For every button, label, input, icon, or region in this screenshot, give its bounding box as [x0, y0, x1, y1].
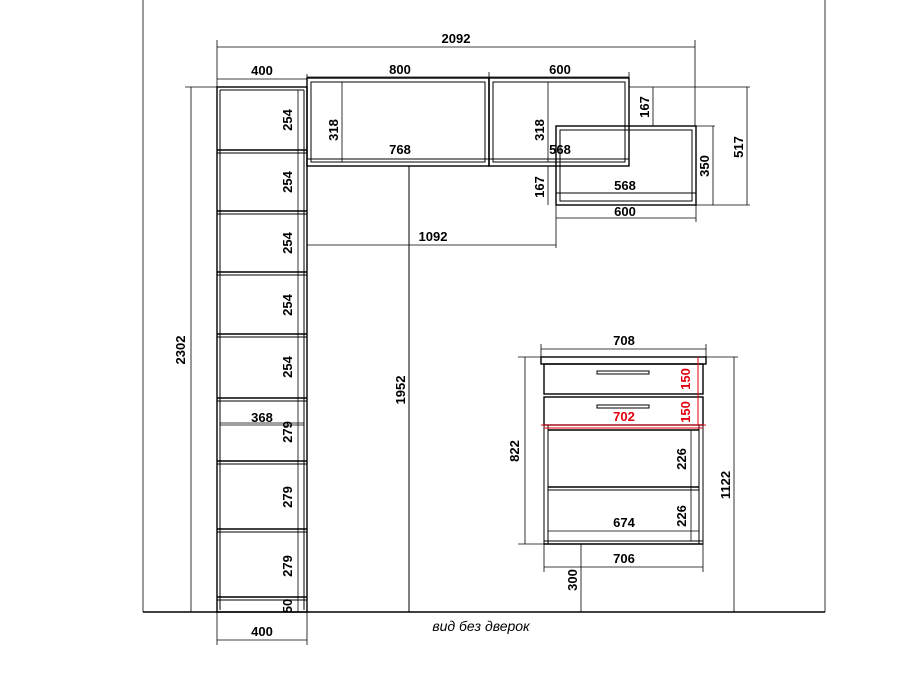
dim-shelf-254: 254 [280, 108, 295, 130]
dim-corner-total-height: 517 [731, 136, 746, 158]
dim-shelf-279: 279 [280, 421, 295, 443]
dim-dresser-inner-width: 674 [613, 515, 635, 530]
dim-shelf-279: 279 [280, 555, 295, 577]
drawer-dimension-lines [541, 357, 706, 429]
dim-upper-middle-height: 318 [326, 119, 341, 141]
dim-corner-offset-bottom: 167 [532, 176, 547, 198]
dim-drawer-height: 150 [678, 401, 693, 423]
dim-upper-right-inner: 568 [549, 142, 571, 157]
dim-dresser-overall-height: 1122 [718, 471, 733, 499]
dim-total-height: 2302 [173, 336, 188, 365]
dim-shelf-279: 279 [280, 486, 295, 508]
dim-corner-shelf-height: 350 [697, 155, 712, 177]
wall-outline [142, 0, 826, 613]
dim-drawer-inner-width: 702 [613, 409, 635, 424]
dim-column-width-top: 400 [251, 63, 273, 78]
dim-column-depth: 368 [251, 410, 273, 425]
dim-total-width: 2092 [442, 31, 471, 46]
dim-corner-inner-width: 568 [614, 178, 636, 193]
dim-upper-middle-width: 800 [389, 62, 411, 77]
dim-shelf-254: 254 [280, 170, 295, 192]
dim-corner-offset-top: 167 [637, 96, 652, 118]
dim-dresser-top-width: 708 [613, 333, 635, 348]
dim-shelf-254: 254 [280, 293, 295, 315]
upper-cabinets [306, 77, 630, 167]
dim-column-width-bottom: 400 [251, 624, 273, 639]
dim-shelf-254: 254 [280, 231, 295, 253]
drawing-caption: вид без дверок [432, 618, 531, 634]
corner-shelf [555, 125, 697, 206]
dim-upper-right-width: 600 [549, 62, 571, 77]
dim-dresser-base-width: 706 [613, 551, 635, 566]
dim-upper-right-height: 318 [532, 119, 547, 141]
dim-upper-span: 1092 [419, 229, 448, 244]
dim-corner-outer-width: 600 [614, 204, 636, 219]
dim-dresser-shelf: 226 [674, 505, 689, 527]
shelving-column [216, 86, 308, 613]
dim-rail-height: 1952 [393, 376, 408, 405]
dim-shelf-254: 254 [280, 355, 295, 377]
dimension-lines [185, 40, 750, 645]
dim-dresser-height: 822 [507, 440, 522, 462]
dim-plinth: 50 [280, 599, 295, 613]
dim-dresser-shelf: 226 [674, 448, 689, 470]
dim-drawer-height: 150 [678, 368, 693, 390]
dim-upper-middle-inner: 768 [389, 142, 411, 157]
dim-dresser-elevation: 300 [565, 569, 580, 591]
dimension-labels: 2092 400 800 600 768 568 318 318 167 167… [173, 31, 746, 639]
